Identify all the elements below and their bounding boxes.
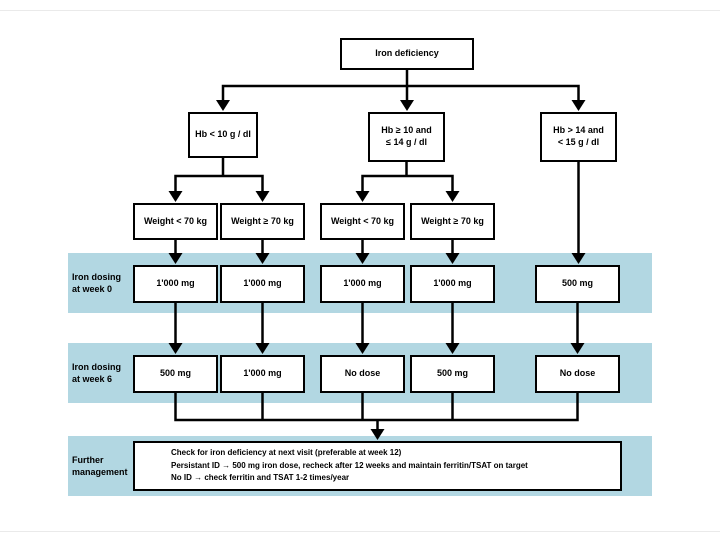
further-management-line-2: Persistant ID → 500 mg iron dose, rechec… [171, 460, 528, 470]
week0-band-label: Iron dosing at week 0 [72, 272, 121, 295]
week6-dose-box-1: 500 mg [133, 355, 218, 393]
slide-edge-line-top [0, 10, 720, 11]
hb-box-high: Hb > 14 and < 15 g / dl [540, 112, 617, 162]
hb-box-mid: Hb ≥ 10 and ≤ 14 g / dl [368, 112, 445, 162]
weight-box-4: Weight ≥ 70 kg [410, 203, 495, 240]
further-management-line-3: No ID → check ferritin and TSAT 1-2 time… [171, 473, 350, 483]
week0-dose-box-1: 1'000 mg [133, 265, 218, 303]
hb-box-low: Hb < 10 g / dl [188, 112, 258, 158]
week0-dose-box-3: 1'000 mg [320, 265, 405, 303]
further-management-band-label: Further management [72, 455, 128, 478]
week6-dose-box-4: 500 mg [410, 355, 495, 393]
further-management-line-1: Check for iron deficiency at next visit … [171, 448, 402, 458]
slide-edge-line-bottom [0, 531, 720, 532]
week0-dose-box-2: 1'000 mg [220, 265, 305, 303]
week0-dose-box-4: 1'000 mg [410, 265, 495, 303]
weight-box-1: Weight < 70 kg [133, 203, 218, 240]
week6-dose-box-3: No dose [320, 355, 405, 393]
weight-box-3: Weight < 70 kg [320, 203, 405, 240]
further-management-box: Check for iron deficiency at next visit … [133, 441, 622, 491]
week6-band-label: Iron dosing at week 6 [72, 362, 121, 385]
week6-dose-box-2: 1'000 mg [220, 355, 305, 393]
week0-dose-box-5: 500 mg [535, 265, 620, 303]
weight-box-2: Weight ≥ 70 kg [220, 203, 305, 240]
week6-dose-box-5: No dose [535, 355, 620, 393]
root-box-iron-deficiency: Iron deficiency [340, 38, 474, 70]
